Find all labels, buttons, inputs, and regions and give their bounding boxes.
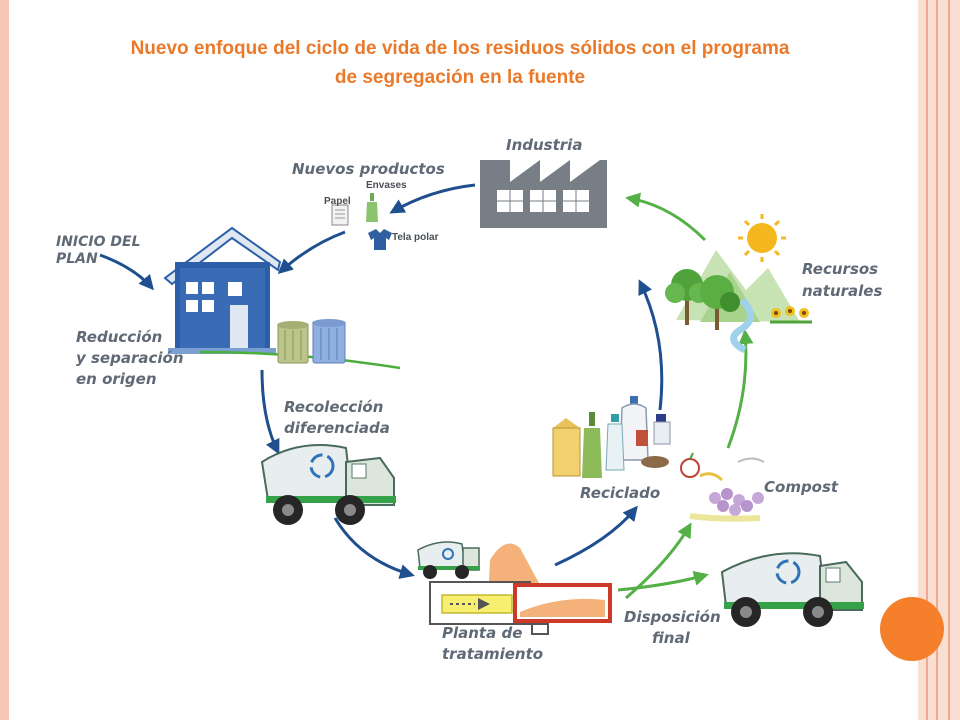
recursos-label-1: Recursos <box>802 260 878 278</box>
truck-icon <box>260 444 396 525</box>
shirt-icon <box>368 229 392 250</box>
lifecycle-diagram: INICIO DEL PLAN Nuevos productos Envases… <box>56 136 882 663</box>
recoleccion-label-1: Recolección <box>284 398 383 416</box>
arrow-house-to-truck <box>260 369 280 455</box>
bottle-icon <box>366 193 378 222</box>
arrow-inicio-to-house <box>99 253 154 291</box>
industria-label: Industria <box>506 136 582 154</box>
recycle-icon <box>309 453 335 479</box>
tela-polar-label: Tela polar <box>392 232 439 243</box>
flowers <box>770 306 812 324</box>
reduccion-label-1: Reducción <box>76 328 162 346</box>
reciclado-label: Reciclado <box>580 484 660 502</box>
truck-icon <box>720 552 864 627</box>
arrow-truck-to-plant <box>333 517 415 579</box>
inicio-label-2: PLAN <box>56 251 98 267</box>
carton-icon <box>552 418 581 477</box>
nuevos-productos-label: Nuevos productos <box>292 160 445 178</box>
compost-label: Compost <box>764 478 839 496</box>
envases-label: Envases <box>366 180 407 191</box>
arrows <box>99 183 754 600</box>
inicio-label-1: INICIO DEL <box>56 234 141 250</box>
house-icon <box>163 226 282 354</box>
reduccion-label-2: y separación <box>76 349 184 367</box>
papel-label: Papel <box>324 196 351 207</box>
arrow-plant-to-recycling <box>554 505 638 567</box>
arrow-products-to-house <box>277 230 346 275</box>
title-line-1: Nuevo enfoque del ciclo de vida de los r… <box>130 38 790 59</box>
arrow-resources-to-industry <box>625 192 707 242</box>
arrow-compost-to-resources <box>726 329 754 449</box>
reduccion-label-3: en origen <box>76 370 157 388</box>
factory-icon <box>480 160 607 228</box>
left-frame-bar <box>0 0 9 720</box>
tree-icon <box>700 275 740 330</box>
recursos-label-2: naturales <box>802 282 882 300</box>
trash-bin-icon <box>277 321 309 364</box>
bottle-icon <box>605 414 625 471</box>
recycle-icon <box>775 559 801 585</box>
small-truck-icon <box>417 541 480 579</box>
plant-icon <box>417 541 612 635</box>
bottle-icon <box>653 414 671 445</box>
arrow-plant-to-disposal <box>617 570 709 592</box>
disposicion-label-2: final <box>652 629 691 647</box>
recycled-goods <box>552 396 671 478</box>
planta-label-2: tratamiento <box>442 645 543 663</box>
title-line-2: de segregación en la fuente <box>334 67 586 88</box>
sun-icon <box>738 214 786 262</box>
slide-title: Nuevo enfoque del ciclo de vida de los r… <box>40 34 880 92</box>
bottle-icon <box>619 396 649 461</box>
can-icon <box>636 430 648 446</box>
can-icon <box>641 456 669 468</box>
arrow-recycling-to-industry <box>638 279 664 411</box>
arrow-plant-to-compost <box>625 522 692 600</box>
accent-circle <box>880 597 944 661</box>
arrow-industry-to-products <box>389 183 476 214</box>
disposicion-label-1: Disposición <box>624 608 721 626</box>
recoleccion-label-2: diferenciada <box>284 419 390 437</box>
planta-label-1: Planta de <box>442 624 522 642</box>
paper-icon <box>331 204 349 226</box>
bottle-icon <box>582 412 602 478</box>
trash-bin-icon <box>312 319 346 364</box>
compost-icon <box>680 452 765 522</box>
